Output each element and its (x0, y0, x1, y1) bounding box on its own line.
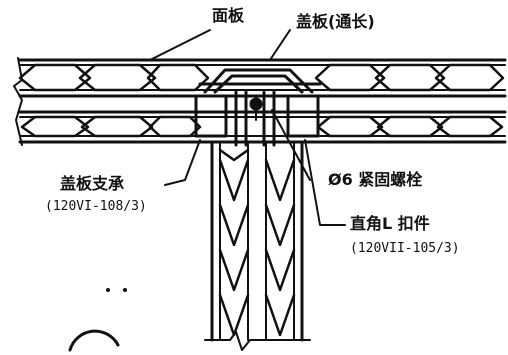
face-panel-label: 面板 (212, 6, 245, 25)
angle-fastener-label: 直角L 扣件 (350, 214, 430, 233)
cover-plate (198, 68, 322, 94)
vertical-wall (210, 140, 304, 342)
support-brackets (194, 90, 320, 147)
cover-panel-label: 盖板(通长) (296, 12, 375, 31)
leader-lines (149, 29, 346, 226)
top-panel-cells (18, 63, 505, 92)
cover-support-label: 盖板支承 (60, 174, 125, 193)
bolt-label: Ø6 紧固螺栓 (328, 170, 423, 189)
cover-support-ref: (120VI-108/3) (45, 199, 147, 214)
angle-fastener-ref: (120VII-105/3) (350, 241, 460, 256)
bottom-panel-cells (20, 115, 504, 138)
vertical-wall-cells (218, 148, 296, 337)
